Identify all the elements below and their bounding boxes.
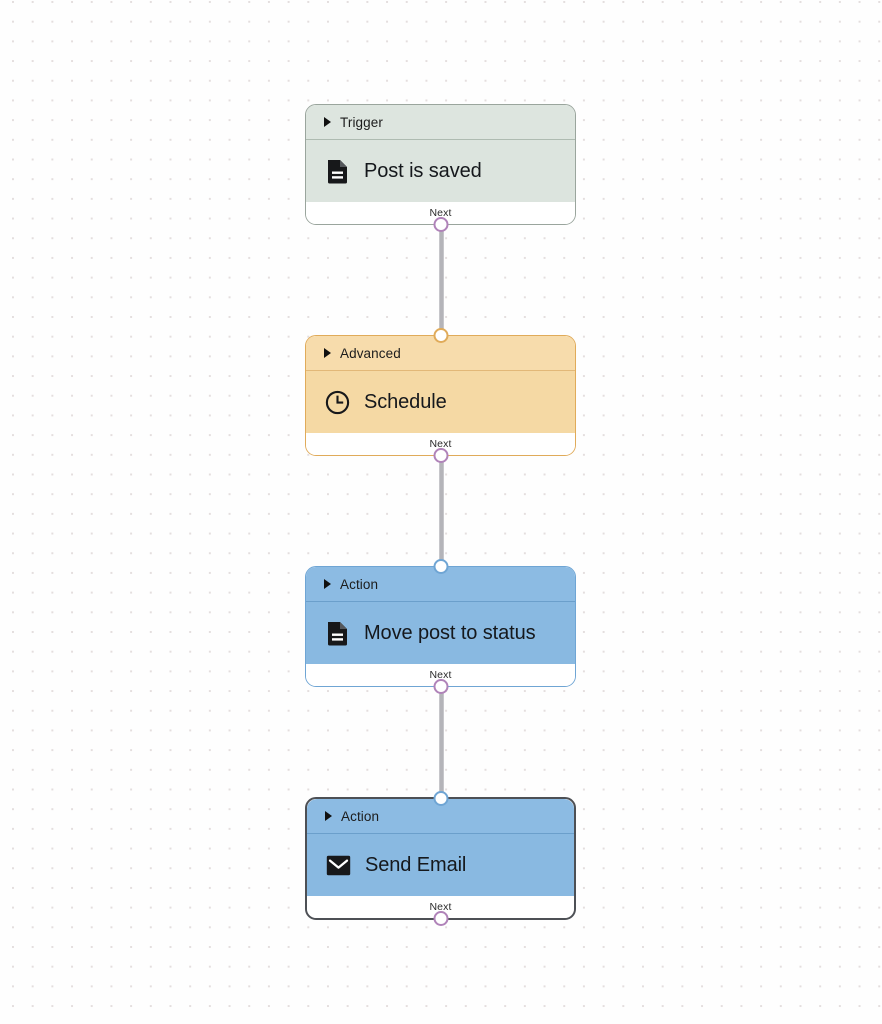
node-action-move-post-to-status[interactable]: Action Move post to status Next (305, 559, 576, 694)
node-header[interactable]: Advanced (306, 336, 575, 371)
node-category-label: Action (341, 808, 380, 824)
caret-right-icon[interactable] (324, 579, 331, 589)
clock-icon (324, 389, 350, 415)
target-handle[interactable] (433, 328, 448, 343)
node-advanced-schedule[interactable]: Advanced Schedule Next (305, 328, 576, 463)
node-footer-next[interactable]: Next (306, 433, 575, 455)
target-handle[interactable] (433, 559, 448, 574)
node-title: Post is saved (364, 160, 482, 182)
next-label: Next (429, 438, 452, 450)
source-handle[interactable] (433, 911, 448, 926)
node-body[interactable]: Move post to status (306, 602, 575, 664)
next-label: Next (429, 207, 452, 219)
node-title: Move post to status (364, 622, 536, 644)
node-title: Schedule (364, 391, 447, 413)
node-body[interactable]: Schedule (306, 371, 575, 433)
envelope-icon (325, 852, 351, 878)
target-handle[interactable] (433, 791, 448, 806)
node-action-send-email[interactable]: Action Send Email Next (305, 791, 576, 926)
node-trigger-post-is-saved[interactable]: Trigger Post is saved Next (305, 104, 576, 232)
next-label: Next (429, 901, 452, 913)
caret-right-icon[interactable] (324, 117, 331, 127)
node-footer-next[interactable]: Next (306, 664, 575, 686)
node-body[interactable]: Post is saved (306, 140, 575, 202)
node-category-label: Advanced (340, 345, 401, 361)
caret-right-icon[interactable] (325, 811, 332, 821)
node-body[interactable]: Send Email (307, 834, 574, 896)
source-handle[interactable] (433, 679, 448, 694)
document-icon (324, 158, 350, 184)
node-category-label: Trigger (340, 114, 383, 130)
source-handle[interactable] (433, 448, 448, 463)
source-handle[interactable] (433, 217, 448, 232)
next-label: Next (429, 669, 452, 681)
node-title: Send Email (365, 854, 467, 876)
caret-right-icon[interactable] (324, 348, 331, 358)
node-category-label: Action (340, 576, 379, 592)
node-header[interactable]: Trigger (306, 105, 575, 140)
document-icon (324, 620, 350, 646)
node-footer-next[interactable]: Next (307, 896, 574, 918)
node-footer-next[interactable]: Next (306, 202, 575, 224)
